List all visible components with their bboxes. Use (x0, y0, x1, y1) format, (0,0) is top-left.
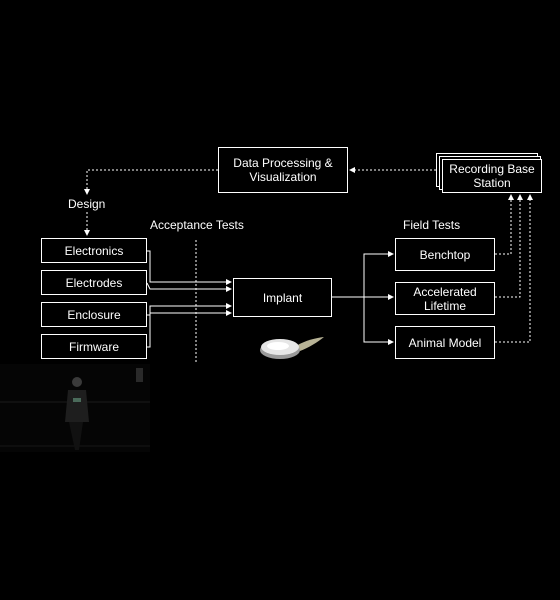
recording-base-station-label: Recording Base Station (449, 162, 535, 190)
data-processing-label: Data Processing & Visualization (233, 156, 333, 184)
field-item-animal-model[interactable]: Animal Model (395, 326, 495, 359)
design-label: Design (68, 197, 106, 211)
field-item-benchtop[interactable]: Benchtop (395, 238, 495, 271)
connector-implant-to-animal (363, 297, 394, 345)
connector-electrodes-to-implant (146, 282, 232, 292)
acceptance-tests-label: Acceptance Tests (150, 218, 244, 232)
design-item-electrodes[interactable]: Electrodes (41, 270, 147, 295)
implant-box[interactable]: Implant (233, 278, 332, 317)
design-item-enclosure[interactable]: Enclosure (41, 302, 147, 327)
connector-firmware-to-implant (147, 310, 232, 348)
design-item-firmware[interactable]: Firmware (41, 334, 147, 359)
connector-implant-to-benchtop (363, 251, 394, 297)
connector-benchtop-to-base (495, 194, 514, 255)
design-item-electronics[interactable]: Electronics (41, 238, 147, 263)
implant-label: Implant (262, 290, 303, 305)
connector-processing-to-design (84, 169, 218, 195)
field-item-accelerated-lifetime[interactable]: Accelerated Lifetime (395, 282, 495, 315)
connector-accelerated-to-base (495, 194, 523, 298)
implant-device-icon (260, 337, 324, 359)
connector-enclosure-to-implant (147, 303, 232, 316)
field-tests-label: Field Tests (403, 218, 461, 232)
recording-base-station-box[interactable]: Recording Base Station (442, 159, 542, 193)
connector-animal-to-base (495, 194, 533, 343)
connector-electronics-to-implant (147, 250, 232, 285)
presenter-figure (0, 364, 150, 452)
data-processing-box[interactable]: Data Processing & Visualization (218, 147, 348, 193)
